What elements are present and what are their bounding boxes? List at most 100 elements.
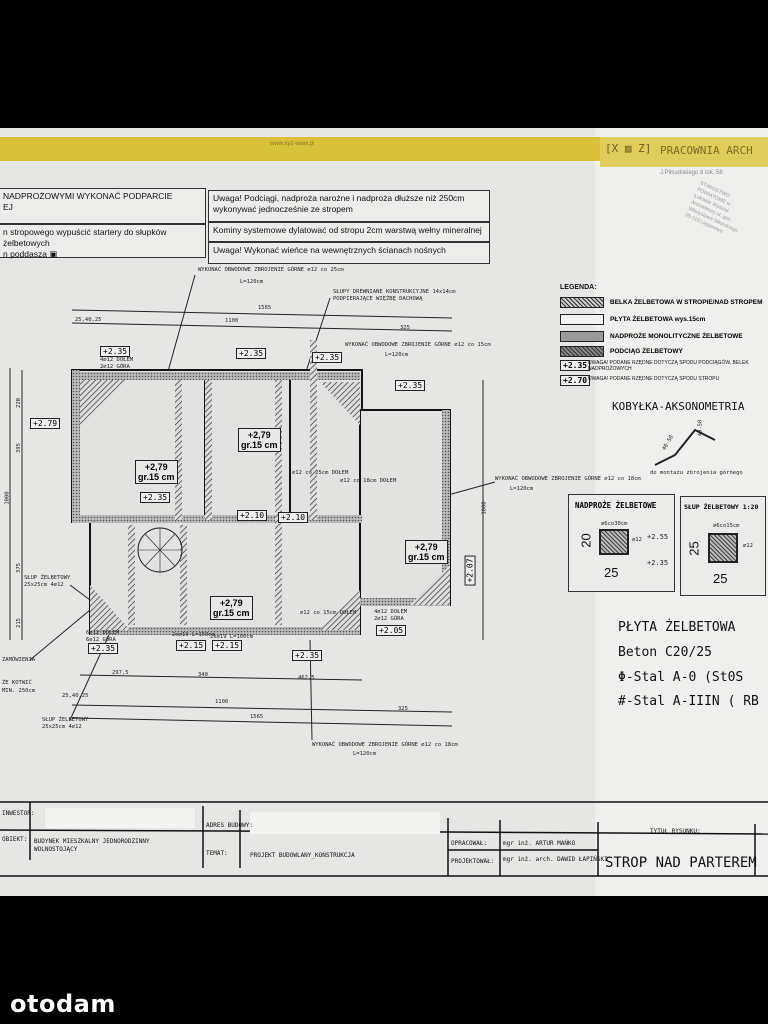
section-height: 20 (578, 533, 594, 548)
dim-bottom-total: 1565 (250, 714, 264, 720)
dim-right-total: 1000 (481, 501, 488, 515)
callout-length-2: L=120cm (385, 352, 409, 358)
level-tag: +2.35 (395, 380, 426, 391)
lintel-cross-section (599, 529, 629, 555)
object-label: OBIEKT: (2, 836, 28, 843)
dim-left-5: 215 (15, 618, 22, 628)
note-text: n stropowego wypuścić startery do słupkó… (3, 227, 167, 248)
level-tag: +2.79 (30, 418, 61, 429)
kobylka-title: KOBYŁKA-AKSONOMETRIA (612, 400, 745, 413)
slab-thickness: gr.15 cm (241, 440, 278, 450)
dim-left-2: 395 (15, 443, 22, 453)
callout-wooden-posts-2: PODPIERAJĄCE WIĘŹBĘ DACHOWĄ (333, 296, 423, 302)
legend-label: NADPROŻE MONOLITYCZNE ŻELBETOWE (610, 333, 743, 340)
legend-tag-beam-level: +2.35 (560, 360, 591, 371)
section-bar: ∅12 (743, 543, 753, 549)
rebar-note: ∅12 co 18cm DOŁEM (340, 478, 397, 484)
studio-logo: [X ▨ Z] (605, 142, 652, 155)
dim-left-4: 375 (15, 563, 22, 573)
legend-item-girder: PODCIĄG ŻELBETOWY (560, 346, 764, 357)
otodam-watermark: otodam (10, 990, 116, 1018)
callout-length-4: L=120cm (353, 751, 377, 757)
callout-column-1-size: 25x25cm 4∅12 (24, 582, 64, 588)
legend-label: PODCIĄG ŻELBETOWY (610, 348, 683, 355)
callout-right-reinforcement: WYKONAĆ OBWODOWE ZBROJENIE GÓRNE ∅12 co … (495, 476, 641, 482)
callout-column-2: SŁUP ŻELBETOWY (42, 717, 89, 723)
slab-thickness: gr.15 cm (138, 472, 175, 482)
legend-item-lintel: NADPROŻE MONOLITYCZNE ŻELBETOWE (560, 331, 764, 342)
section-stirrup: ∅6co30cm (601, 521, 628, 527)
level-tag: +2.07 (464, 555, 476, 586)
dim-bottom-small: 25,40,25 (62, 693, 89, 699)
address-label: ADRES BUDOWY: (206, 822, 253, 829)
note-text: NADPROŻOWYMI WYKONAĆ PODPARCIE (3, 191, 173, 201)
level-tag: +2.15 (212, 640, 243, 651)
spec-slab: PŁYTA ŻELBETOWA (618, 620, 736, 635)
prepared-value: mgr inż. ARTUR MAŃKO (503, 840, 576, 847)
dim-left-3: 1000 (4, 491, 11, 505)
title-block-frame (0, 801, 768, 877)
callout-top-reinforcement-2: WYKONAĆ OBWODOWE ZBROJENIE GÓRNE ∅12 co … (345, 342, 491, 348)
level-tag: +2.35 (236, 348, 267, 359)
level-tag: +2.05 (376, 625, 407, 636)
section-level-top: +2.55 (647, 533, 669, 541)
lintel-swatch (560, 331, 604, 342)
section-stirrup: ∅6co15cm (713, 523, 740, 529)
object-value: BUDYNEK MIESZKALNY JEDNORODZINNY WOLNOST… (34, 838, 150, 853)
topic-value: PROJEKT BUDOWLANY_KONSTRUKCJA (250, 852, 355, 859)
column-cross-section (708, 533, 738, 563)
note-right-2: Kominy systemowe dylatować od stropu 2cm… (208, 222, 490, 242)
slab-swatch (560, 314, 604, 325)
drawing-title-label: TYTUŁ RYSUNKU: (650, 828, 701, 835)
dim-b2: 340 (198, 672, 208, 678)
level-tag: +2.35 (292, 650, 323, 661)
spec-concrete: Beton C20/25 (618, 645, 712, 660)
slab-level: +2,79 (219, 598, 243, 608)
section-column: SŁUP ŻELBETOWY 1:20 ∅6co15cm 25 25 ∅12 (680, 496, 766, 596)
prepared-label: OPRACOWAŁ: (451, 840, 488, 847)
legend-item-slab: PŁYTA ŻELBETOWA wys.15cm (560, 314, 764, 325)
level-tag: +2.35 (312, 352, 343, 363)
studio-name: PRACOWNIA ARCH (660, 144, 753, 157)
section-title: NADPROŻE ŻELBETOWE (575, 501, 657, 510)
level-tag: +2.10 (278, 512, 309, 523)
studio-brand: [X ▨ Z] PRACOWNIA ARCH (600, 137, 768, 167)
level-tag: +2.15 (176, 640, 207, 651)
header-url: www.xyz-www.pl (270, 141, 315, 147)
note-left-2: n stropowego wypuścić startery do słupkó… (0, 224, 206, 259)
legend-title: LEGENDA: (560, 284, 597, 291)
kobylka-sketch (654, 428, 716, 466)
legend-tag-slab-level: +2.70 (560, 375, 591, 386)
callout-length: L=120cm (240, 279, 264, 285)
rebar-note: 4∅12 DOŁEM (100, 357, 134, 363)
note-right-3: Uwaga! Wykonać wieńce na wewnętrznych śc… (208, 242, 490, 264)
level-tag: +2.35 (140, 492, 171, 503)
section-lintel: NADPROŻE ŻELBETOWE ∅6co30cm 20 25 ∅12 +2… (568, 494, 675, 592)
level-tag: +2.35 (88, 643, 119, 654)
note-text: n poddasza ▣ (3, 249, 58, 259)
slab-level: +2,79 (144, 462, 168, 472)
dim-top-main: 1100 (225, 318, 239, 324)
section-level-bottom: +2.35 (647, 559, 669, 567)
callout-wooden-posts: SŁUPY DREWNIANE KONSTRUKCYJNE 14x14cm (333, 289, 456, 295)
level-tag: +2.10 (237, 510, 268, 521)
section-bar: ∅12 (632, 537, 642, 543)
dim-bottom-right: 325 (398, 706, 408, 712)
rebar-note: ∅12 co 15cm DOŁEM (300, 610, 357, 616)
header-band: www.xyz-www.pl (0, 137, 600, 161)
kobylka-dim: 40-50 (697, 419, 704, 437)
dim-top-right: 325 (400, 325, 410, 331)
rebar-note: 2∅12 GÓRA (374, 616, 404, 622)
investor-label: INWESTOR: (2, 810, 35, 817)
rebar-note: ∅12 co 25cm DOŁEM (292, 470, 349, 476)
slab-thickness: gr.15 cm (213, 608, 250, 618)
legend-tag-slab-note: UWAGA! PODANE RZĘDNE DOTYCZĄ SPODU STROP… (588, 376, 720, 382)
rebar-note: 2x∅19 L=100cm (210, 634, 254, 640)
slab-level: +2,79 (247, 430, 271, 440)
